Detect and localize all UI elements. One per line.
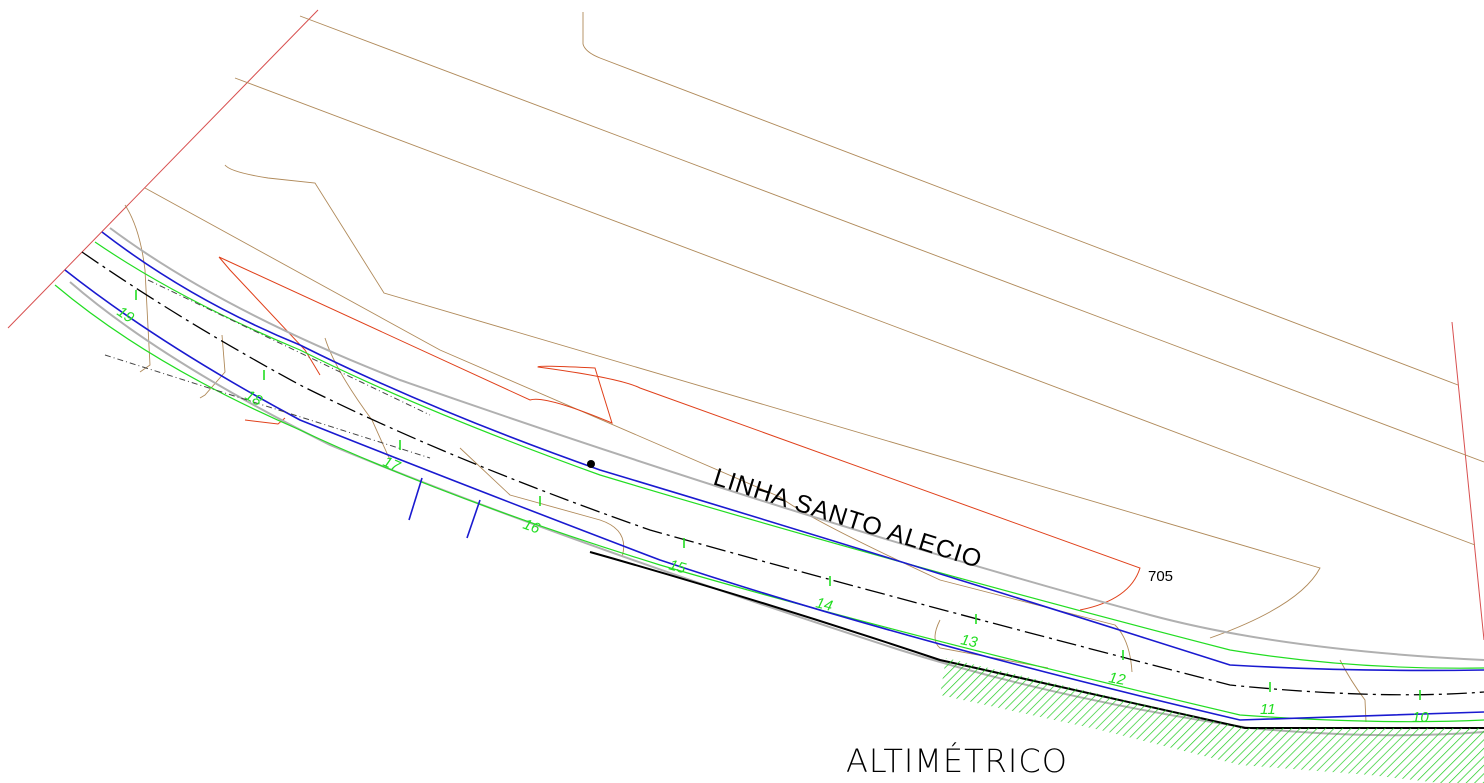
station-number: 15: [667, 557, 688, 578]
station-number: 11: [1260, 701, 1276, 718]
drawing-caption: ALTIMÉTRICO: [846, 742, 1068, 780]
road-centerline: [81, 251, 1484, 696]
station-number: 16: [521, 516, 543, 538]
contour-line: [582, 12, 1459, 386]
existing-alignment: [104, 279, 431, 459]
station-number: 12: [1107, 669, 1127, 689]
culvert-marker: [408, 477, 423, 521]
slope-hatch: [940, 658, 1484, 783]
road-name-label: LINHA SANTO ALECIO: [710, 463, 986, 574]
road-edge-upper: [101, 231, 1484, 672]
station-number: 10: [1412, 709, 1429, 726]
offset-line-upper: [109, 227, 1484, 661]
station-number: 19: [114, 303, 138, 327]
contour-line: [324, 337, 391, 461]
platform-edge-upper: [94, 241, 1484, 669]
contour-line: [234, 77, 1476, 546]
station-number: 18: [242, 387, 266, 410]
property-line-left: [7, 9, 319, 329]
culvert-marker: [466, 499, 481, 539]
station-number: 17: [380, 453, 403, 476]
contour-line: [144, 187, 1133, 673]
contour-line: [124, 204, 151, 373]
contour-line: [224, 164, 1321, 639]
contour-line: [459, 447, 625, 558]
station-number: 14: [814, 594, 834, 615]
station-ticks: [135, 290, 1421, 700]
survey-point: [587, 460, 595, 468]
contour-line: [934, 619, 1049, 669]
contour-line-index: [218, 256, 1141, 611]
cut-edge-line: [589, 551, 1484, 729]
station-number: 13: [959, 631, 979, 651]
contour-line: [299, 15, 1484, 463]
elevation-label: 705: [1148, 568, 1173, 585]
road-edge-lower: [64, 269, 1484, 721]
property-line-right: [1451, 321, 1484, 641]
road-edges: [64, 231, 1484, 721]
